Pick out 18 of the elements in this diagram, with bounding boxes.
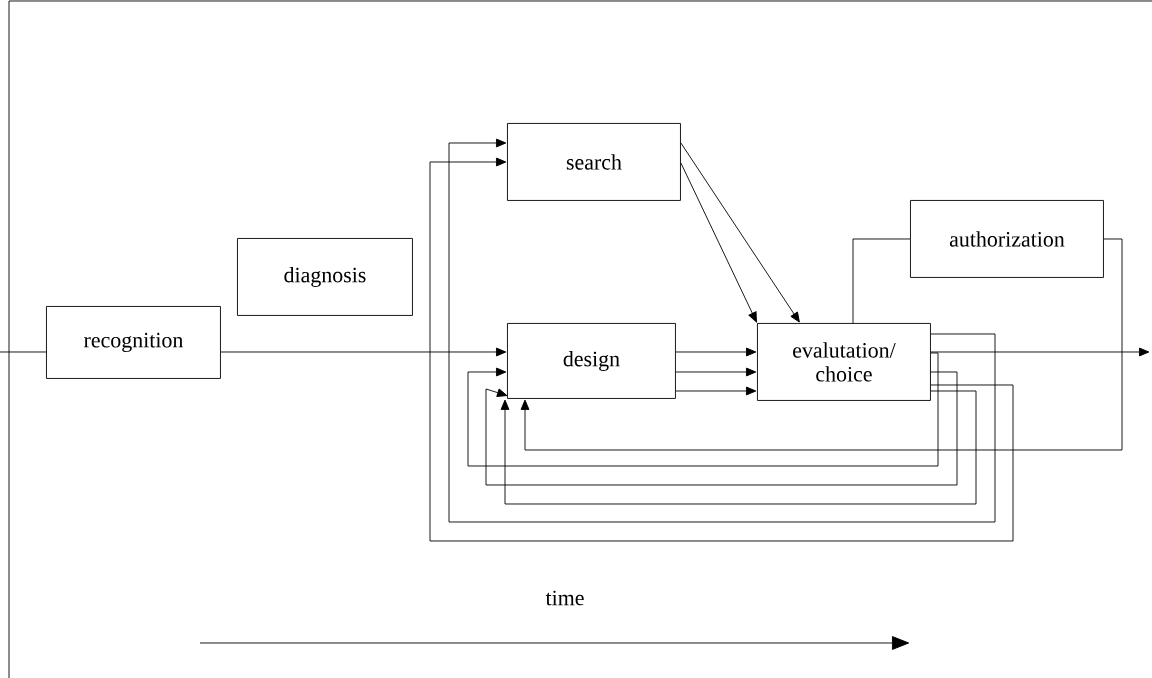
arrow	[520, 238, 1123, 451]
arrow	[675, 367, 757, 377]
arrow	[500, 390, 977, 505]
process-box: authorization	[910, 200, 1104, 278]
arrow	[930, 347, 1150, 357]
process-box: search	[507, 123, 681, 201]
arrow	[220, 347, 507, 357]
arrow	[675, 386, 757, 396]
process-box: evalutation/ choice	[757, 323, 931, 401]
axis-label: time	[545, 590, 584, 606]
arrow	[680, 162, 757, 323]
arrow	[680, 142, 800, 323]
process-box: design	[507, 323, 676, 399]
process-box: recognition	[46, 306, 221, 379]
arrow	[675, 347, 757, 357]
process-box: diagnosis	[237, 238, 413, 316]
arrow	[467, 352, 939, 467]
arrow	[485, 371, 958, 486]
